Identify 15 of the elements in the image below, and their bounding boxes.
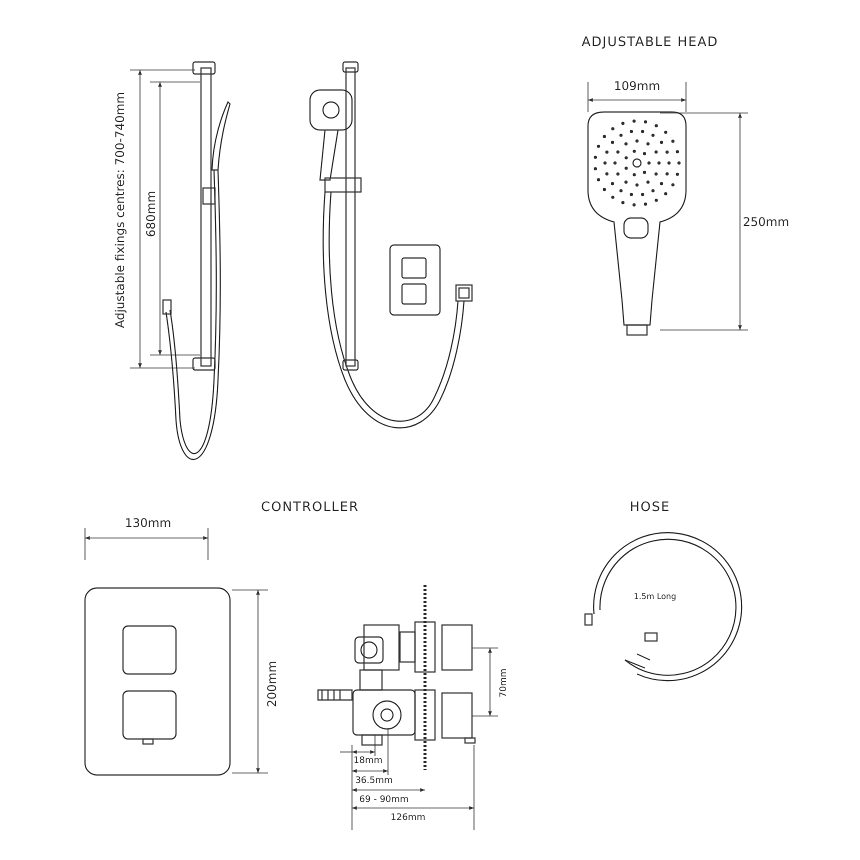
dimension-label: 70mm [498, 668, 510, 698]
dimension-label: Adjustable fixings centres: 700-740mm [113, 92, 127, 328]
dimension-label: 36.5mm [355, 775, 393, 788]
dimension-label: 126mm [390, 812, 426, 825]
dimension-label: 680mm [144, 190, 158, 238]
length-note: 1.5m Long [634, 591, 676, 603]
dimension-label: 109mm [614, 79, 660, 93]
section-heading: CONTROLLER [261, 501, 359, 515]
dimension-label: 200mm [265, 660, 279, 708]
dimension-label: 69 - 90mm [359, 794, 409, 807]
dimension-label: 130mm [124, 516, 172, 530]
dimension-label: 250mm [742, 215, 790, 229]
dimension-label: 18mm [354, 755, 382, 768]
section-heading: HOSE [630, 501, 670, 515]
section-heading: ADJUSTABLE HEAD [582, 36, 718, 50]
